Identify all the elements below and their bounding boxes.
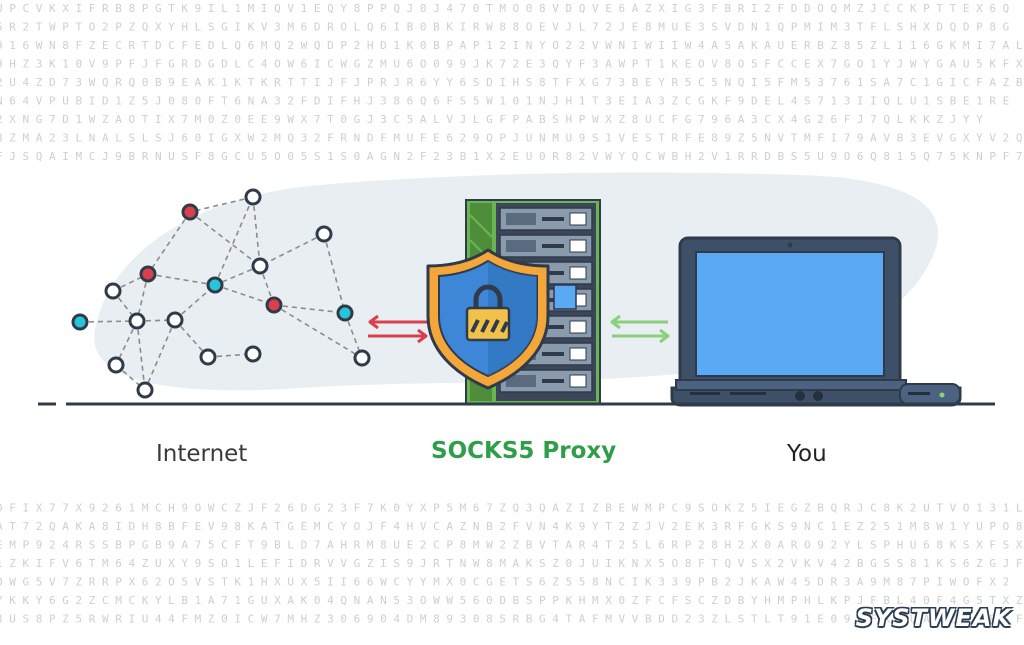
svg-text:D F I X 7 7 X 9 2 6 1 M: D F I X 7 7 X 9 2 6 1 M C H 9 O W C Z J … <box>0 502 1024 515</box>
bidirectional-arrow-icon <box>368 314 428 344</box>
socks5-proxy-label: SOCKS5 Proxy <box>431 438 617 464</box>
svg-text:5 R 2 T W P T O 2 P Z Q X: 5 R 2 T W P T O 2 P Z Q X Y H L S G I K … <box>0 21 1009 34</box>
svg-text:9 H Z 3 K 1 0 V 9 P F J F: 9 H Z 3 K 1 0 V 9 P F J F G R D G D L C … <box>0 58 1024 71</box>
network-graph-icon <box>71 188 371 399</box>
you-label: You <box>787 441 827 467</box>
svg-text:A T 7 2 Q A K A 8 I D H 8 B: A T 7 2 Q A K A 8 I D H 8 B F E V 9 8 K … <box>0 520 1024 533</box>
svg-text:2 X N G 7 D 1 W Z A O T I X: 2 X N G 7 D 1 W Z A O T I X 7 M 0 Z 0 E … <box>0 113 983 126</box>
arrow-right-pair <box>610 314 670 344</box>
svg-text:F J S Q A I M C J 9 B: F J S Q A I M C J 9 B R N U S F 8 G C U … <box>0 150 1024 163</box>
padlock-icon <box>465 284 511 342</box>
internet-label: Internet <box>156 441 248 467</box>
svg-text:U P C V K X I F R B 8 P G: U P C V K X I F R B 8 P G T K 9 I L 1 M … <box>0 2 1009 15</box>
svg-text:N 6 4 V P U B I D 1 Z 5 J: N 6 4 V P U B I D 1 Z 5 J 0 8 0 F T 6 N … <box>0 95 1009 108</box>
svg-text:1 Z K I F V 6 T M 6 4 Z U X: 1 Z K I F V 6 T M 6 4 Z U X Y 9 S O 1 L … <box>0 557 1024 570</box>
svg-text:9 1 6 W N 8 F Z E C R T: 9 1 6 W N 8 F Z E C R T D C F E D L Q 6 … <box>0 39 1023 52</box>
bidirectional-arrow-icon <box>610 314 670 344</box>
arrow-left-pair <box>368 314 428 344</box>
svg-text:Y K K Y 6 G 2 Z C M C K Y L: Y K K Y 6 G 2 Z C M C K Y L B 1 A 7 1 G … <box>0 594 1024 607</box>
you-label-box <box>774 428 895 484</box>
svg-text:3 U S 8 P Z 5 R W R I U 4 4: 3 U S 8 P Z 5 R W R I U 4 4 F M Z 0 I C … <box>0 613 1024 626</box>
binary-text-pattern: U P C V K X I F R B 8 P G T K 9 I L 1 M … <box>0 2 1024 626</box>
laptop-icon <box>670 236 962 407</box>
svg-text:2 U 4 Z D 7 3 W Q R Q 0 B 9 E: 2 U 4 Z D 7 3 W Q R Q 0 B 9 E A K 1 K T … <box>0 76 1024 89</box>
systweak-logo: SYSTWEAK <box>855 604 1012 632</box>
svg-text:E M P 9 2 4 R S S B P G B: E M P 9 2 4 R S S B P G B 9 A 7 5 C F T … <box>0 539 1024 552</box>
svg-text:8 Z M A 2 3 L N A L S: 8 Z M A 2 3 L N A L S L S J 6 0 I G X W … <box>0 132 1024 145</box>
shield-lock-icon <box>426 248 550 390</box>
svg-text:O W G 5 V 7 Z R R P X 6 2: O W G 5 V 7 Z R R P X 6 2 O 5 V S T K 1 … <box>0 576 1009 589</box>
